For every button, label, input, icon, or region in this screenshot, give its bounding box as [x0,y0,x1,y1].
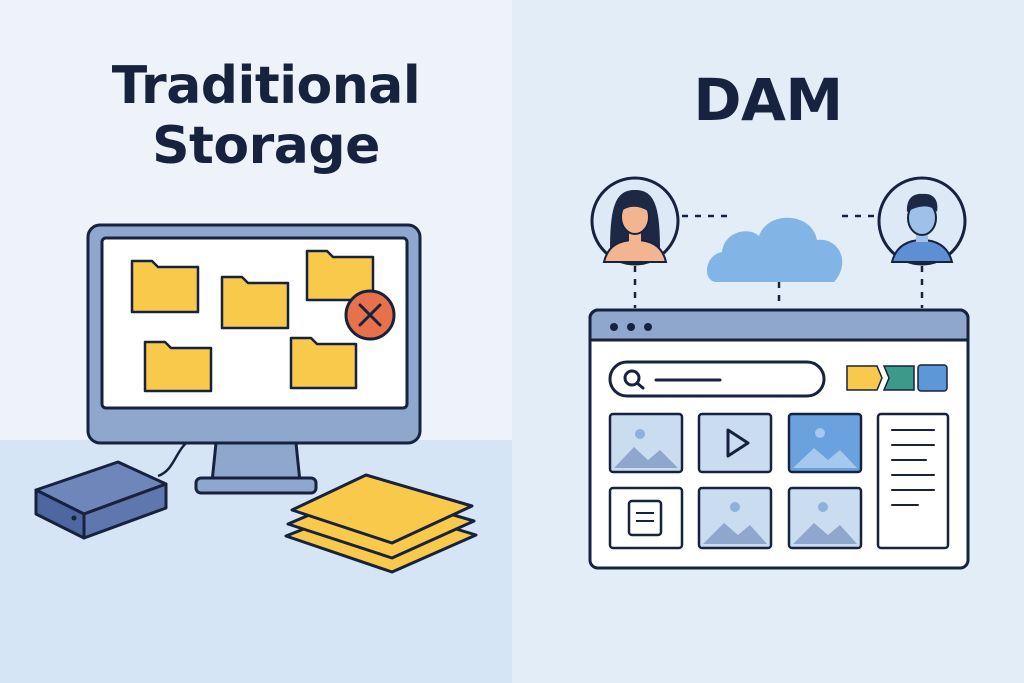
video-thumbnail[interactable] [697,412,773,474]
man-avatar-icon [877,176,967,266]
folder-icon [289,336,358,390]
title-line-1: Traditional [111,56,421,116]
traditional-storage-panel: Traditional Storage [0,0,512,683]
search-icon [623,369,645,390]
document-icon [627,499,663,537]
traditional-storage-title: Traditional Storage [20,56,512,176]
folder-icon [130,259,200,314]
woman-avatar-icon [590,176,680,266]
tag-blue [917,364,948,392]
dam-title: DAM [693,66,843,134]
cloud-icon [706,217,843,282]
play-icon [726,428,750,458]
image-thumbnail-icon[interactable] [787,486,863,550]
image-thumbnail-icon[interactable] [608,412,684,474]
title-line-2: Storage [152,116,380,176]
dam-panel: DAM [512,0,1024,683]
folder-icon [305,249,375,302]
folder-icon [220,275,290,330]
tag-green [882,365,915,391]
search-bar[interactable] [608,360,826,398]
cable [157,438,191,478]
error-x-icon [344,289,396,341]
dam-illustration [588,176,970,570]
hard-drive-icon [34,460,168,540]
folder-icon [143,340,213,393]
document-list-panel[interactable] [876,412,950,550]
connector-lines [633,214,924,308]
document-thumbnail[interactable] [608,486,684,550]
tag-yellow [846,365,883,391]
image-thumbnail-icon[interactable] [787,412,863,474]
image-thumbnail-icon[interactable] [697,486,773,550]
traditional-storage-illustration [34,223,478,574]
tag-chips [846,364,948,392]
paper-stack-icon [284,473,478,574]
